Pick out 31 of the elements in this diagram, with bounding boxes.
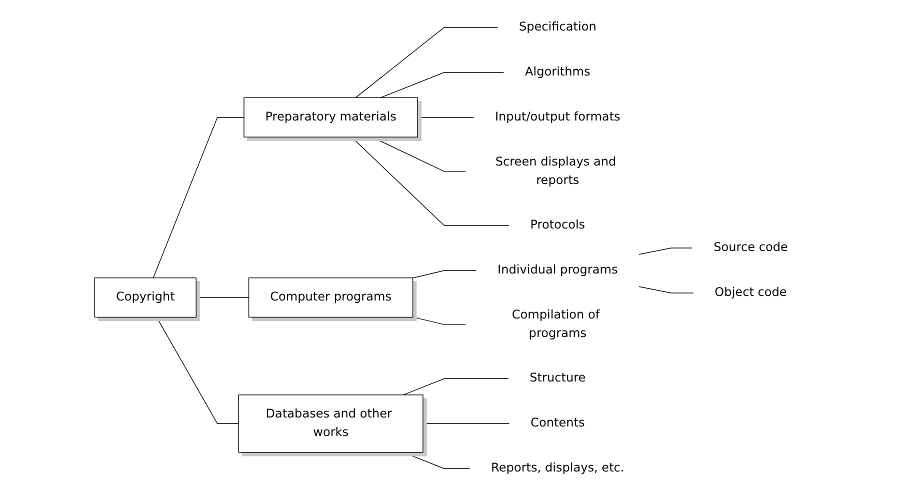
connector [402,452,470,469]
node-text: Structure [530,370,586,386]
connector [372,136,466,172]
connector [355,27,498,98]
node-text: Object code [714,285,787,300]
connector [638,286,694,294]
connector [412,270,477,278]
node-box: Preparatory materials [244,97,418,138]
connector [152,117,244,278]
node-text: Specification [519,20,596,34]
connector [380,72,504,98]
node-box: Copyright [94,278,197,318]
connector [351,136,510,226]
connector [412,316,466,325]
connector [422,423,510,424]
node-text: Algorithms [525,64,590,79]
connector [417,117,474,118]
node-text: Reports, displays, etc. [491,461,624,476]
node-text: Individual programs [498,262,618,278]
node-text: Source code [714,240,788,255]
node-box: Databases and other works [238,394,424,453]
connector [402,378,509,396]
node-box: Computer programs [248,278,414,318]
node-text: Screen displays and reports [495,154,616,188]
connector [156,316,240,424]
node-text: Contents [530,416,585,430]
node-text: Compilation of programs [512,308,600,340]
connector [638,248,693,255]
connector [196,297,250,298]
node-text: Input/output formats [495,110,620,124]
node-text: Protocols [530,218,586,232]
